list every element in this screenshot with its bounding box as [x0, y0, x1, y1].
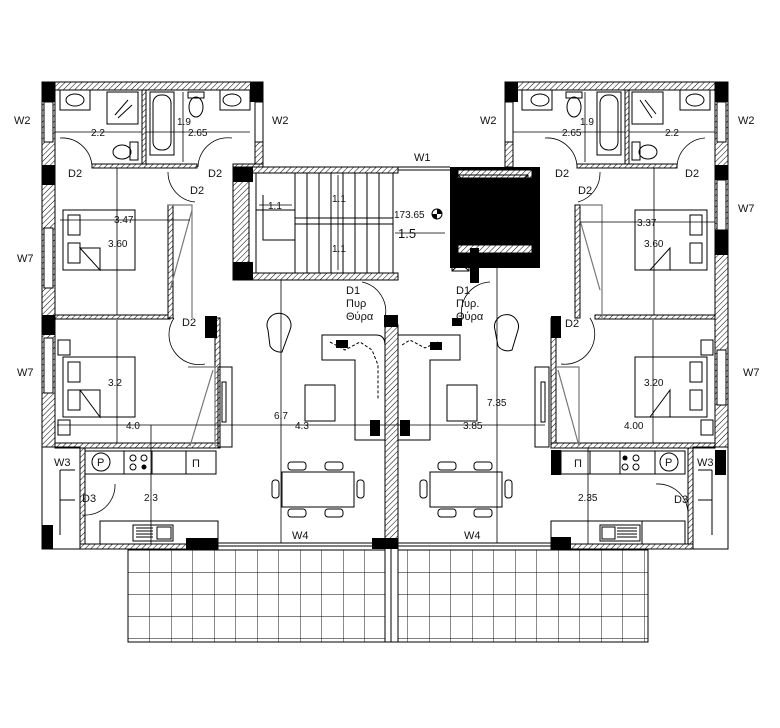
dim-label: 7.35 — [487, 398, 507, 409]
level-marker-icon — [431, 208, 443, 220]
window-label-w3: W3 — [697, 457, 714, 469]
dim-label: 3.47 — [114, 215, 134, 226]
balcony — [127, 547, 649, 643]
fire-door-label: Πυρ — [346, 298, 366, 310]
right-apartment — [397, 81, 729, 550]
dim-label: 2.65 — [562, 128, 582, 139]
window-label-w3: W3 — [54, 457, 71, 469]
window-label-w7: W7 — [738, 203, 755, 215]
dim-label: 2.65 — [188, 128, 208, 139]
dim-label: 3.60 — [644, 239, 664, 250]
appliance-labels: P Π P Π — [97, 457, 672, 470]
dim-label: 1.1 — [332, 194, 346, 205]
dim-label: 1.1 — [332, 244, 346, 255]
door-label-d1: D1 — [346, 285, 360, 297]
fridge-label: Π — [192, 458, 200, 470]
window-label-w7: W7 — [743, 367, 760, 379]
dim-label: 3.37 — [637, 218, 657, 229]
window-label-w2: W2 — [272, 115, 289, 127]
dim-label: 6.7 — [274, 411, 288, 422]
door-label-d2: D2 — [190, 185, 204, 197]
dim-label: 1.1 — [268, 201, 282, 212]
boiler-label: P — [665, 457, 672, 469]
fridge-label: Π — [574, 458, 582, 470]
level-label: 173.65 — [394, 210, 425, 221]
dim-label: 2.2 — [665, 128, 679, 139]
dim-label: 4.3 — [295, 421, 309, 432]
dim-label: 4.0 — [126, 421, 140, 432]
dimension-labels: 2.2 1.9 2.65 3.47 3.60 3.2 4.0 6.7 4.3 2… — [91, 117, 679, 504]
dim-label: 3.60 — [108, 239, 128, 250]
door-label-d2: D2 — [182, 317, 196, 329]
window-label-w2: W2 — [480, 115, 497, 127]
door-labels: D2 D2 D2 D2 D2 D2 D2 D2 D3 D3 D1 Πυρ Θύρ… — [68, 168, 699, 506]
door-label-d2: D2 — [578, 185, 592, 197]
window-label-w2: W2 — [738, 115, 755, 127]
window-label-w4: W4 — [292, 530, 309, 542]
dim-label: 1.9 — [580, 117, 594, 128]
door-label-d3: D3 — [82, 493, 96, 505]
dim-label: 2.3 — [144, 493, 158, 504]
window-label-w7: W7 — [17, 253, 34, 265]
boiler-label: P — [97, 457, 104, 469]
window-label-w1: W1 — [414, 152, 431, 164]
window-labels: W2 W2 W2 W2 W7 W7 W7 W7 W1 W3 W3 W4 W4 — [14, 115, 760, 542]
window-label-w4: W4 — [464, 530, 481, 542]
door-label-d2: D2 — [685, 168, 699, 180]
door-label-d3: D3 — [674, 494, 688, 506]
fire-door-label: Πυρ. — [456, 298, 479, 310]
door-label-d2: D2 — [68, 168, 82, 180]
stair-core — [232, 166, 540, 327]
window-label-w7: W7 — [17, 367, 34, 379]
fire-door-label: Θύρα — [346, 311, 374, 323]
dim-label: 3.2 — [108, 378, 122, 389]
dimension-lines — [55, 92, 715, 544]
left-apartment — [41, 81, 399, 550]
dim-label: 1.9 — [177, 117, 191, 128]
fire-door-label: Θύρα — [456, 311, 484, 323]
window-label-w2: W2 — [14, 115, 31, 127]
door-label-d2: D2 — [555, 168, 569, 180]
dim-label: 3.20 — [644, 378, 664, 389]
dim-label: 3.85 — [463, 421, 483, 432]
dim-label: 2.35 — [578, 493, 598, 504]
door-label-d2: D2 — [565, 318, 579, 330]
dim-label: 4.00 — [624, 421, 644, 432]
dim-label: 1.5 — [398, 226, 416, 241]
door-label-d1: D1 — [456, 285, 470, 297]
door-label-d2: D2 — [208, 168, 222, 180]
dim-label: 2.2 — [91, 128, 105, 139]
